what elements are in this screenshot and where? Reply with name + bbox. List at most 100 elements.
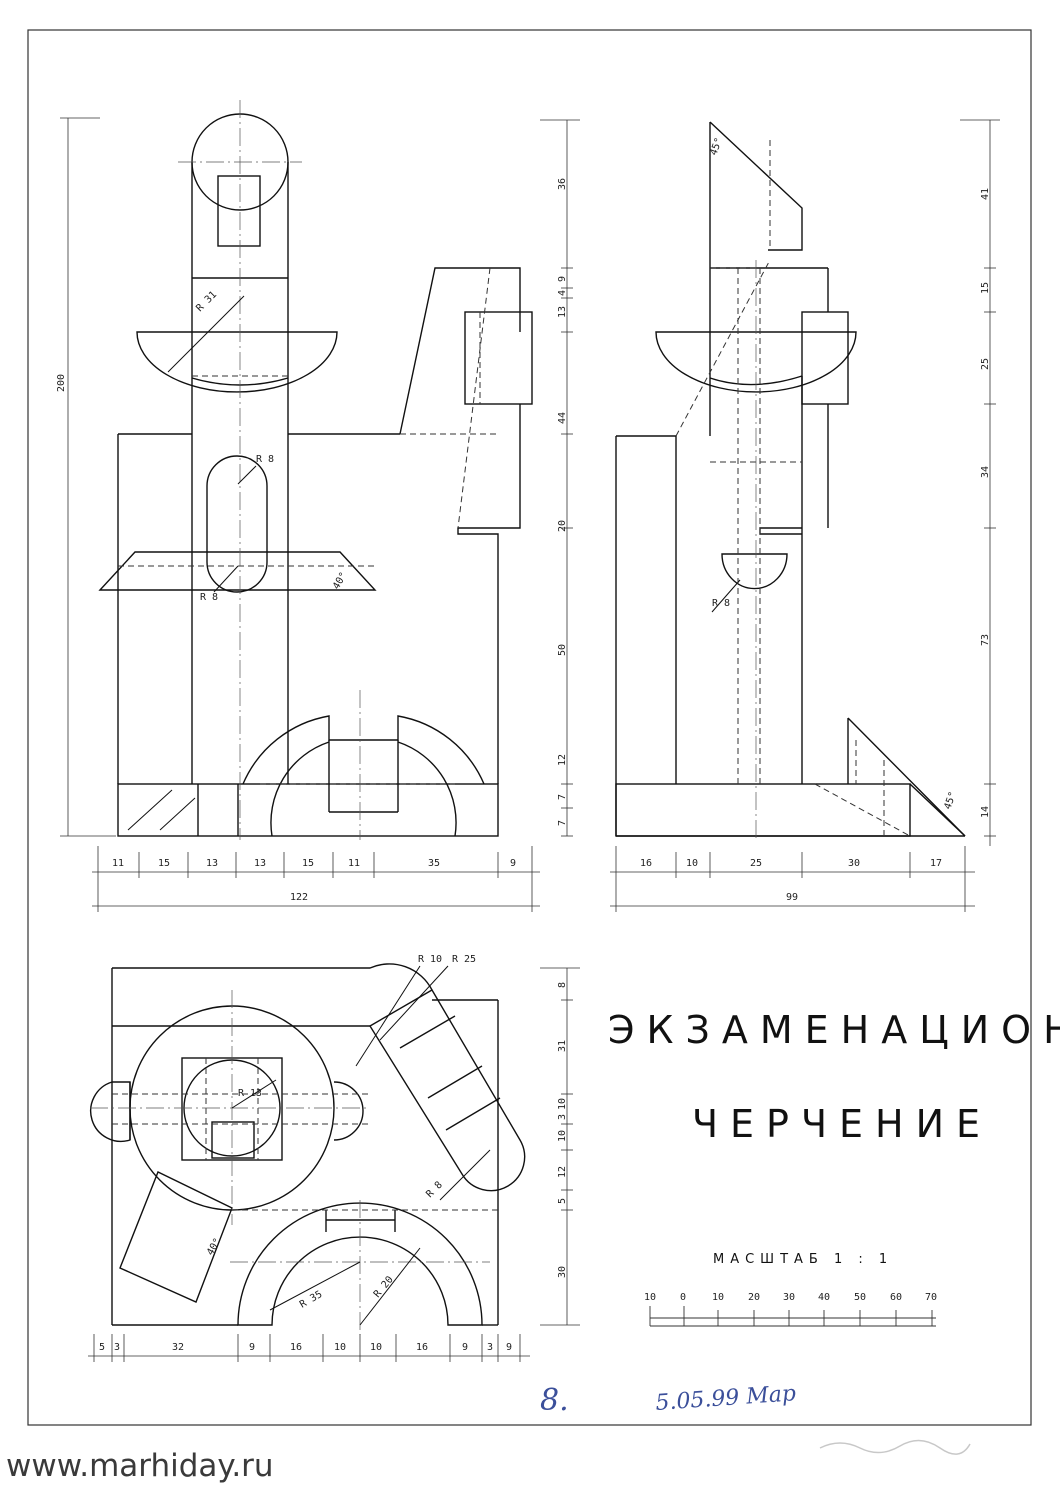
front-right-dim-5: 44 <box>557 412 568 424</box>
front-bowl <box>136 331 338 393</box>
side-radius-8: R 8 <box>712 598 730 609</box>
front-radius-31: R 31 <box>194 289 219 314</box>
side-right-dim-5: 73 <box>980 634 991 646</box>
top-radius-8: R 8 <box>424 1180 445 1201</box>
title-line-1: ЭКЗАМЕНАЦИОННОЕ <box>608 1008 1060 1052</box>
side-top-wedge <box>709 121 803 251</box>
top-side-dim-6: 12 <box>557 1166 568 1178</box>
scale-tick-label: 30 <box>783 1292 795 1303</box>
top-bottom-dim-9: 9 <box>462 1342 468 1353</box>
front-radius-8b: R 8 <box>200 592 218 603</box>
top-left-dim-chain <box>540 967 580 1326</box>
side-bottom-dim-2: 10 <box>686 858 698 869</box>
top-side-dim-5: 10 <box>557 1130 568 1142</box>
top-bottom-dim-4: 9 <box>249 1342 255 1353</box>
front-bottom-dim-1: 11 <box>112 858 124 869</box>
top-bottom-dim-10: 3 <box>487 1342 493 1353</box>
top-bottom-dim-7: 10 <box>370 1342 382 1353</box>
top-radius-25: R 25 <box>452 954 476 965</box>
top-side-dim-3: 10 <box>557 1098 568 1110</box>
top-side-dim-8: 30 <box>557 1266 568 1278</box>
front-arch <box>242 715 485 785</box>
front-right-dim-8: 12 <box>557 754 568 766</box>
scale-tick-label: 20 <box>748 1292 760 1303</box>
top-side-dim-2: 31 <box>557 1040 568 1052</box>
top-radius-35: R 35 <box>298 1289 324 1311</box>
drawing-frame <box>27 29 1032 1426</box>
front-bottom-dim-4: 13 <box>254 858 266 869</box>
front-radius-8a: R 8 <box>256 454 274 465</box>
front-view <box>98 113 533 837</box>
top-side-dim-4: 3 <box>557 1114 568 1120</box>
front-wing <box>98 551 377 591</box>
front-bottom-dim-6: 11 <box>348 858 360 869</box>
side-right-dim-chain <box>960 119 1000 846</box>
top-radius-20: R 20 <box>372 1274 396 1300</box>
watermark-url: www.marhiday.ru <box>6 1448 274 1484</box>
front-right-dim-1: 36 <box>557 178 568 190</box>
front-base <box>117 783 499 837</box>
front-total-width: 122 <box>290 892 308 903</box>
top-arch <box>237 1202 483 1326</box>
front-bottom-dim-chain <box>92 846 540 912</box>
front-angle-40: 40° <box>331 570 350 591</box>
top-side-dim-1: 8 <box>557 982 568 988</box>
top-angle-40: 40° <box>205 1236 224 1257</box>
scale-tick-label: 50 <box>854 1292 866 1303</box>
front-bottom-dim-5: 15 <box>302 858 314 869</box>
front-bottom-dim-7: 35 <box>428 858 440 869</box>
front-right-dim-7: 50 <box>557 644 568 656</box>
side-right-dim-3: 25 <box>980 358 991 370</box>
top-bottom-dim-8: 16 <box>416 1342 428 1353</box>
front-height-dim <box>60 117 116 837</box>
scale-tick-label: 10 <box>712 1292 724 1303</box>
scale-tick-label: 10 <box>644 1292 656 1303</box>
scale-ticks: 10 0 10 20 30 40 50 60 70 <box>644 1292 937 1303</box>
front-right-dim-3: 4 <box>557 290 568 296</box>
top-outline <box>112 963 433 991</box>
side-hidden-lines <box>675 140 911 837</box>
top-hidden-lines <box>112 1058 498 1211</box>
front-slot <box>206 455 268 593</box>
scale-label: МАСШТАБ 1 : 1 <box>713 1252 893 1267</box>
side-right-dim-6: 14 <box>980 806 991 818</box>
top-bottom-dim-5: 16 <box>290 1342 302 1353</box>
handwritten-date-signature: 5.05.99 Мар <box>655 1381 797 1416</box>
front-bottom-dim-2: 15 <box>158 858 170 869</box>
front-right-dim-4: 13 <box>557 306 568 318</box>
side-right-dim-1: 41 <box>980 188 991 200</box>
top-bottom-dim-chain <box>88 1334 530 1362</box>
side-triangle <box>847 717 966 837</box>
side-half-circle <box>721 553 788 590</box>
faint-signature <box>819 1439 971 1455</box>
top-radius-10: R 10 <box>418 954 442 965</box>
front-hidden-lines <box>118 267 500 785</box>
side-view <box>615 121 966 837</box>
scale-ruler <box>649 1306 936 1327</box>
handwritten-number: 8. <box>540 1383 569 1418</box>
title-line-2: ЧЕРЧЕНИЕ <box>692 1102 992 1146</box>
side-right-dim-4: 34 <box>980 466 991 478</box>
top-bottom-dim-1: 5 <box>99 1342 105 1353</box>
front-right-dim-chain <box>540 119 580 837</box>
side-bottom-angle: 45° <box>942 790 959 811</box>
top-radius-13: R 13 <box>238 1088 262 1099</box>
side-top-angle: 45° <box>708 136 725 157</box>
side-bottom-dim-3: 25 <box>750 858 762 869</box>
top-side-dim-7: 5 <box>557 1198 568 1204</box>
top-view <box>90 963 526 1326</box>
side-bottom-dim-5: 17 <box>930 858 942 869</box>
top-bottom-dim-2: 3 <box>114 1342 120 1353</box>
top-bottom-dim-11: 9 <box>506 1342 512 1353</box>
front-bottom-dim-8: 9 <box>510 858 516 869</box>
side-bottom-dim-4: 30 <box>848 858 860 869</box>
front-right-dim-9: 7 <box>557 794 568 800</box>
scale-tick-label: 70 <box>925 1292 937 1303</box>
front-center-lines <box>178 100 361 840</box>
front-right-dim-2: 9 <box>557 276 568 282</box>
side-bottom-dim-chain <box>610 846 975 912</box>
top-angled-arm <box>369 989 526 1192</box>
scale-tick-label: 60 <box>890 1292 902 1303</box>
front-bottom-dim-3: 13 <box>206 858 218 869</box>
